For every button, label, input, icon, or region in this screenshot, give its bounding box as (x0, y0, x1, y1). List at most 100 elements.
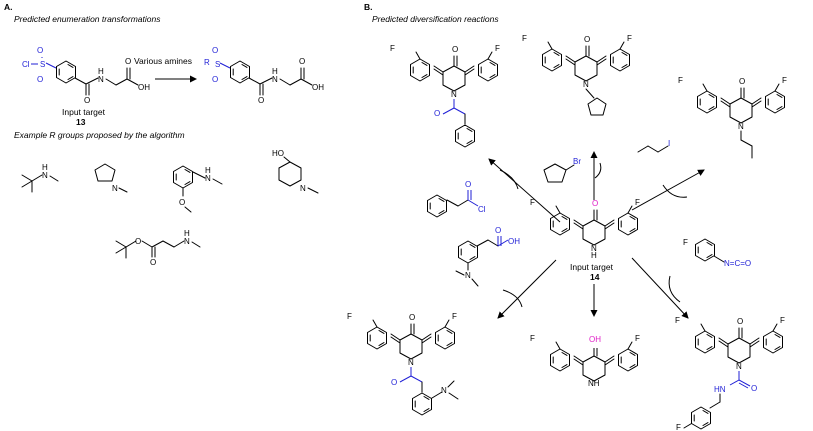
atom-n: N (441, 386, 447, 395)
panel-b-subtitle: Predicted diversification reactions (372, 14, 499, 24)
atom-cl: Cl (22, 60, 30, 69)
atom-n: N (42, 171, 48, 180)
atom-r: R (204, 58, 210, 67)
atom-n: N (184, 237, 190, 246)
atom-o: O (751, 384, 757, 393)
atom-n: N (98, 75, 104, 84)
atom-f: F (530, 334, 535, 343)
panel-a: A. Predicted enumeration transformations… (4, 2, 324, 267)
atom-f: F (635, 198, 640, 207)
target-13-number: 13 (76, 117, 86, 127)
atom-o: O (37, 46, 43, 55)
atom-f: F (635, 334, 640, 343)
atom-f: F (780, 316, 785, 325)
atom-h: H (184, 229, 190, 238)
panel-a-subtitle: Predicted enumeration transformations (14, 14, 161, 24)
product-n-propyl: F F O N (678, 76, 787, 159)
atom-i: I (668, 139, 670, 148)
atom-o: O (391, 378, 397, 387)
atom-o: O (409, 313, 415, 322)
atom-n: N (112, 184, 118, 193)
atom-n: N (738, 122, 744, 131)
atom-oh: OH (312, 83, 324, 92)
arrow-to-phenylacetyl (488, 158, 561, 223)
atom-f: F (676, 423, 681, 431)
atom-f: F (627, 34, 632, 43)
atom-f: F (530, 198, 535, 207)
product-n-aryl-acetyl: F F O N O N (347, 312, 459, 416)
rgroup-tert-butylamine: H N (21, 163, 59, 193)
atom-o: O (434, 109, 440, 118)
atom-f: F (347, 312, 352, 321)
atom-s: S (40, 60, 45, 69)
curved-arrow-reagent (662, 184, 688, 198)
atom-f: F (678, 76, 683, 85)
atom-ho: HO (272, 149, 284, 158)
atom-n: N (205, 174, 211, 183)
target-13-label: Input target (62, 107, 106, 117)
atom-oh: OH (508, 237, 520, 246)
arrow-to-amide (497, 259, 557, 319)
atom-oh: OH (589, 335, 601, 344)
atom-oh: OH (138, 83, 150, 92)
atom-o: O (299, 57, 305, 66)
atom-n: N (451, 90, 457, 99)
atom-n: N (583, 80, 589, 89)
atom-h: H (272, 67, 278, 76)
atom-n: N (408, 358, 414, 367)
atom-o: O (150, 258, 156, 267)
rgroups-caption: Example R groups proposed by the algorit… (14, 130, 185, 140)
product-alcohol: F F OH NH (530, 334, 640, 388)
target-14-label: Input target (570, 262, 614, 272)
atom-n: N (736, 362, 742, 371)
atom-br: Br (573, 157, 581, 166)
atom-o: O (495, 226, 501, 235)
arrow-to-urea (631, 257, 689, 319)
atom-f: F (683, 238, 688, 247)
atom-o: O (135, 237, 141, 246)
atom-f: F (495, 44, 500, 53)
rgroup-tbu-ester: O O H N (115, 229, 201, 267)
reagent-propyl-iodide: I (637, 139, 670, 153)
reagent-cyclopentyl-bromide: Br (543, 157, 581, 183)
curved-arrow-reagent (668, 275, 681, 303)
atom-o: O (592, 199, 598, 208)
reagent-fluorobenzyl-isocyanate: F N=C=O (683, 238, 751, 268)
atom-h: H (98, 67, 104, 76)
atom-o: O (84, 96, 90, 105)
target-14-number: 14 (590, 272, 600, 282)
rgroup-hydroxypiperidine: HO N (272, 149, 319, 194)
atom-n: N (591, 244, 597, 253)
panel-b-letter: B. (364, 2, 373, 12)
atom-hn: HN (714, 385, 726, 394)
reagent-label: Various amines (134, 56, 192, 66)
curved-arrow-reagent (502, 289, 523, 308)
atom-o: O (179, 198, 185, 207)
atom-o: O (258, 96, 264, 105)
product-n-cyclopentyl: F F O N (522, 34, 632, 116)
atom-o: O (465, 180, 471, 189)
product-urea: F F O N O HN F (675, 316, 785, 431)
atom-o: O (212, 75, 218, 84)
atom-o: O (212, 46, 218, 55)
atom-o: O (37, 75, 43, 84)
curved-arrow-reagent (594, 162, 602, 179)
panel-a-letter: A. (4, 2, 13, 12)
curved-arrow-reagent (499, 169, 519, 190)
atom-n: N (272, 75, 278, 84)
atom-h: H (205, 166, 211, 175)
reagent-phenylacetyl-chloride: O Cl (427, 180, 486, 218)
atom-f: F (782, 76, 787, 85)
atom-h: H (42, 163, 48, 172)
panel-b: B. Predicted diversification reactions F… (347, 2, 787, 431)
atom-o: O (739, 77, 745, 86)
atom-f: F (522, 34, 527, 43)
rgroup-pyrrolidine: N (94, 163, 128, 193)
atom-f: F (675, 316, 680, 325)
atom-h: H (591, 251, 597, 260)
arrow-to-propyl (631, 169, 705, 211)
input-target-14: F F O N H Input target 14 (530, 198, 640, 282)
product-n-phenylacetyl: F F O N O (390, 44, 500, 148)
sulfonamide-product-structure: R S O O O H N O OH (204, 46, 324, 105)
